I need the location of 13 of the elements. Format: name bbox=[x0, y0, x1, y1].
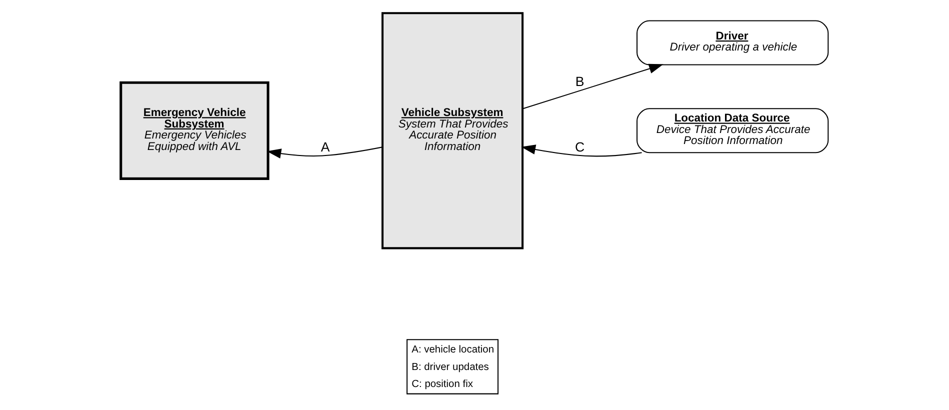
node-box: Emergency Vehicle Subsystem Emergency Vehicles Equipped with AVL bbox=[120, 80, 270, 180]
node-box: Driver Driver operating a vehicle bbox=[636, 20, 829, 65]
node-box: Location Data Source Device That Provides Accurate Position Information bbox=[636, 108, 829, 153]
label: B: driver updates bbox=[412, 361, 489, 372]
arrow bbox=[522, 63, 664, 109]
edge-label: B bbox=[575, 74, 584, 89]
label: C: position fix bbox=[412, 378, 473, 390]
arrow bbox=[266, 146, 382, 158]
edge-label: A bbox=[320, 138, 330, 154]
arrow bbox=[521, 144, 642, 156]
node-box: Vehicle Subsystem System That Provides Accurate Position Information bbox=[381, 12, 524, 249]
edge-label: C bbox=[574, 138, 585, 154]
label: A: vehicle location bbox=[412, 344, 494, 355]
